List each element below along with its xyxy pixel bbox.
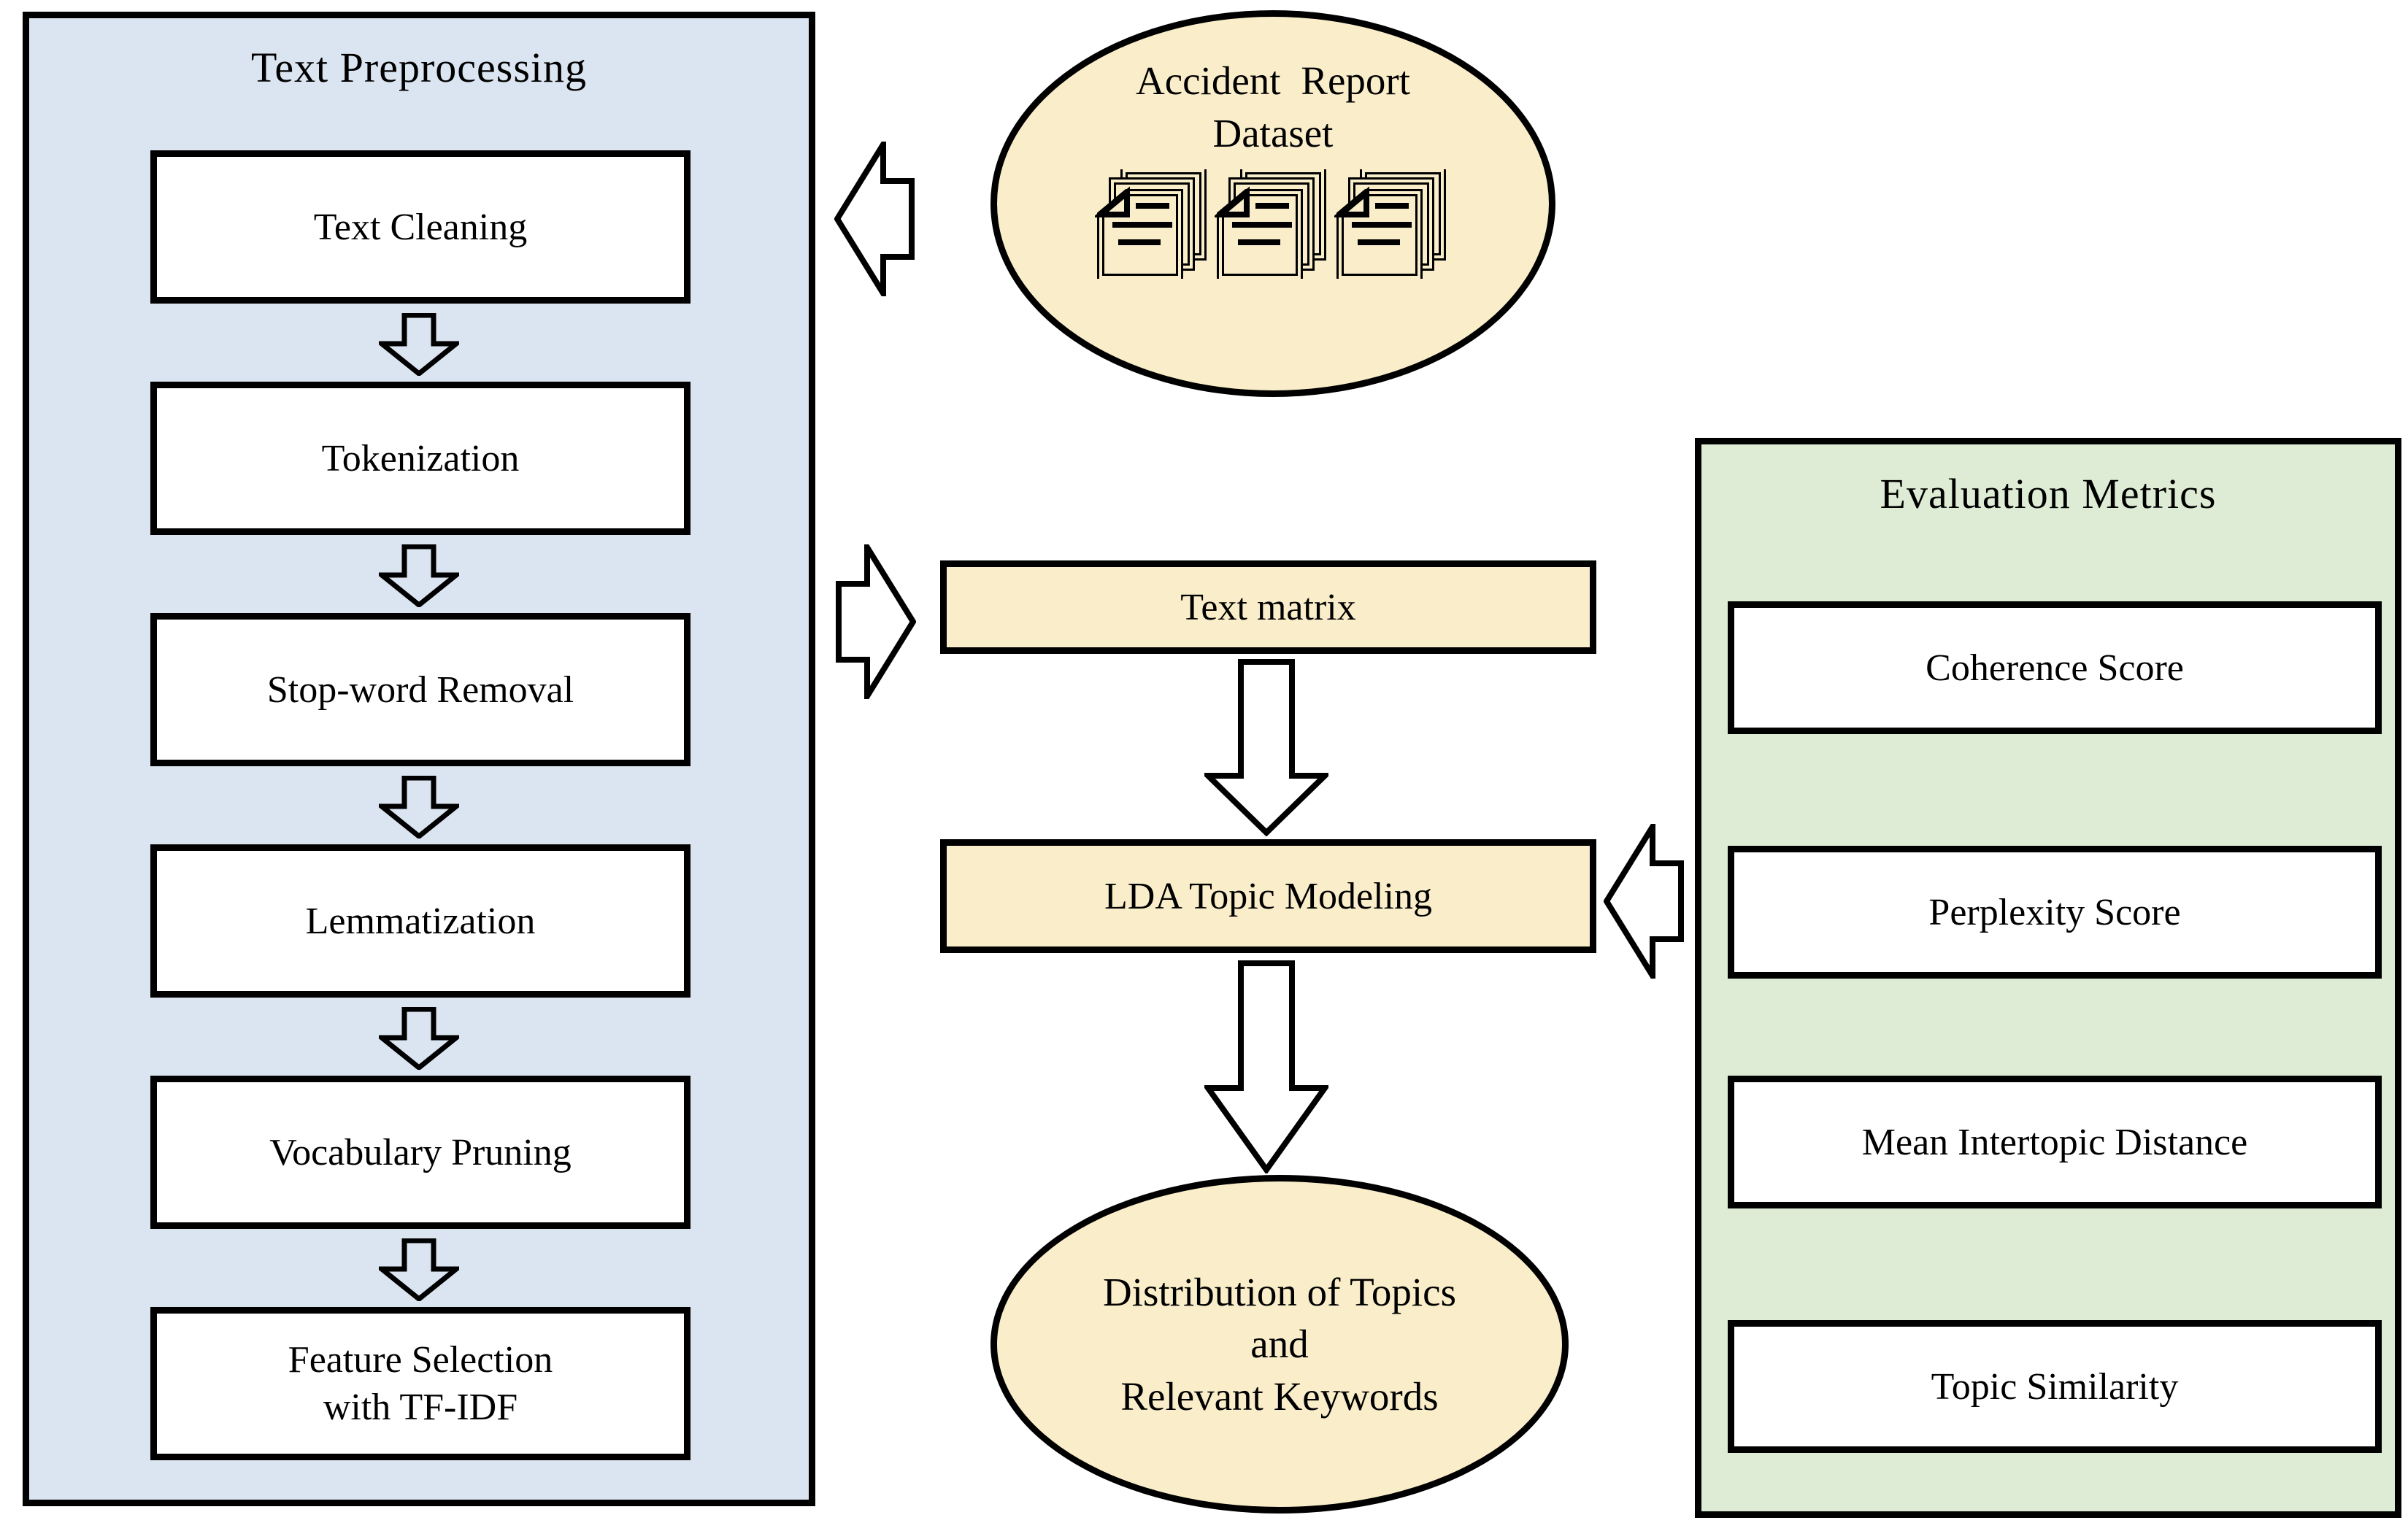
arrow-down-icon [379, 544, 459, 607]
arrow-down-icon [379, 313, 459, 376]
dataset-label-line1: Accident Report [1136, 58, 1410, 103]
metric-label: Perplexity Score [1928, 891, 2181, 933]
arrow-down-icon [379, 1007, 459, 1070]
step-label: Tokenization [321, 437, 520, 479]
output-label-line1: Distribution of Topics [1102, 1269, 1457, 1314]
arrow-left-icon [834, 142, 915, 296]
step-label: Vocabulary Pruning [269, 1131, 572, 1173]
output-label-line3: Relevant Keywords [1120, 1373, 1439, 1419]
text-preprocessing-panel: Text Preprocessing Text Cleaning Tokeniz… [23, 12, 815, 1506]
step-lemmatization: Lemmatization [150, 844, 691, 998]
output-label-line2: and [1250, 1322, 1309, 1367]
metric-label: Mean Intertopic Distance [1861, 1121, 2248, 1163]
text-preprocessing-title: Text Preprocessing [250, 44, 588, 91]
step-stop-word-removal: Stop-word Removal [150, 613, 691, 766]
step-label: Feature Selection [288, 1339, 553, 1381]
distribution-of-topics-node: Distribution of Topics and Relevant Keyw… [990, 1175, 1569, 1514]
step-text-cleaning: Text Cleaning [150, 150, 691, 304]
evaluation-metrics-title: Evaluation Metrics [1880, 470, 2217, 517]
metric-mean-intertopic-distance: Mean Intertopic Distance [1728, 1076, 2382, 1208]
arrow-left-icon [1604, 824, 1684, 979]
step-tokenization: Tokenization [150, 382, 691, 535]
metric-topic-similarity: Topic Similarity [1728, 1320, 2382, 1453]
metric-coherence-score: Coherence Score [1728, 601, 2382, 734]
metric-label: Topic Similarity [1931, 1365, 2179, 1408]
arrow-down-icon [1204, 659, 1328, 836]
text-matrix-node: Text matrix [940, 560, 1596, 654]
metric-perplexity-score: Perplexity Score [1728, 846, 2382, 979]
dataset-label-line2: Dataset [1212, 110, 1334, 155]
arrow-down-icon [379, 1238, 459, 1301]
evaluation-metrics-panel: Evaluation Metrics Coherence Score Perpl… [1695, 438, 2401, 1518]
step-vocabulary-pruning: Vocabulary Pruning [150, 1076, 691, 1229]
dataset-icons-row [1095, 169, 1451, 279]
documents-stack-icon [1095, 169, 1207, 279]
lda-topic-modeling-node: LDA Topic Modeling [940, 839, 1596, 953]
documents-stack-icon [1334, 169, 1446, 279]
accident-report-dataset-node: Accident Report Dataset [990, 10, 1555, 397]
arrow-right-icon [836, 544, 916, 699]
documents-stack-icon [1215, 169, 1326, 279]
step-feature-selection-tfidf: Feature Selection with TF-IDF [150, 1307, 691, 1460]
step-label-line2: with TF-IDF [323, 1387, 518, 1428]
step-label: Stop-word Removal [266, 668, 574, 711]
step-label: Text Cleaning [313, 206, 528, 248]
step-label: Lemmatization [305, 900, 536, 942]
arrow-down-icon [1204, 960, 1328, 1173]
metric-label: Coherence Score [1926, 647, 2184, 689]
lda-label: LDA Topic Modeling [1104, 875, 1432, 917]
arrow-down-icon [379, 776, 459, 838]
text-matrix-label: Text matrix [1180, 586, 1356, 628]
